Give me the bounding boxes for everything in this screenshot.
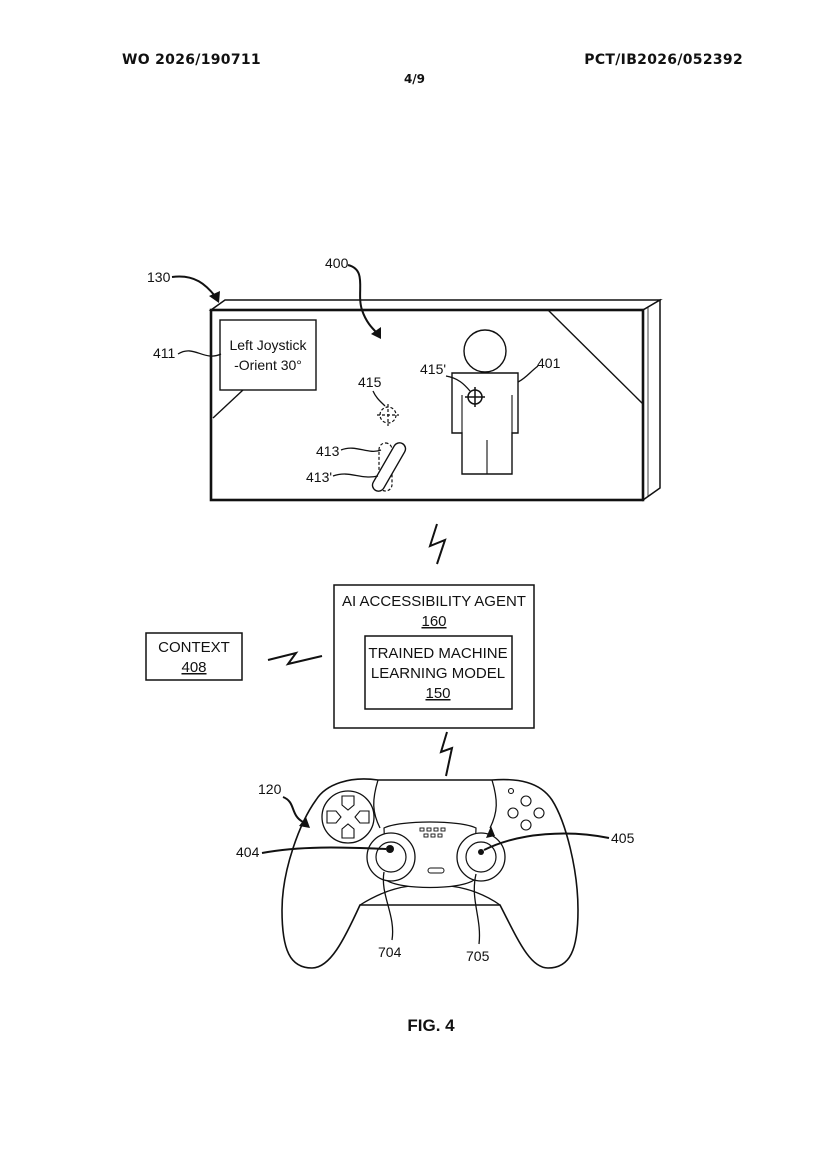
ref-413-prime: 413'	[306, 469, 332, 485]
ref-704: 704	[378, 944, 402, 960]
joystick-orientation-marks	[371, 442, 407, 492]
ref-120: 120	[258, 781, 282, 797]
wireless-link-icon	[267, 651, 323, 666]
ref-405: 405	[611, 830, 635, 846]
left-joystick-icon	[366, 832, 416, 882]
ref-705: 705	[466, 948, 490, 964]
game-controller	[281, 778, 579, 969]
right-joystick-icon	[456, 832, 506, 882]
context-label: CONTEXT	[158, 639, 230, 656]
dashed-reticle-icon	[377, 404, 399, 426]
overlay-line-1: Left Joystick	[229, 337, 307, 353]
model-line-2: LEARNING MODEL	[371, 665, 505, 682]
overlay-line-2: -Orient 30°	[234, 357, 302, 373]
ref-415: 415	[358, 374, 382, 390]
publication-number: WO 2026/190711	[122, 52, 261, 68]
sheet-number: 4/9	[403, 72, 426, 86]
agent-title: AI ACCESSIBILITY AGENT	[342, 593, 526, 610]
ref-413: 413	[316, 443, 340, 459]
figure-caption: FIG. 4	[407, 1016, 455, 1035]
model-number: 150	[425, 685, 450, 702]
ref-130: 130	[147, 269, 171, 285]
application-number: PCT/IB2026/052392	[584, 52, 743, 68]
ai-accessibility-agent-box: AI ACCESSIBILITY AGENT 160 TRAINED MACHI…	[333, 584, 535, 729]
model-line-1: TRAINED MACHINE	[368, 645, 507, 662]
context-box: CONTEXT 408	[145, 632, 243, 681]
ref-400: 400	[325, 255, 349, 271]
wireless-link-icon	[428, 523, 447, 565]
wireless-link-icon	[439, 731, 454, 777]
dpad-icon	[321, 790, 375, 844]
agent-number: 160	[421, 613, 446, 630]
context-number: 408	[181, 659, 206, 676]
ref-401: 401	[537, 355, 561, 371]
joystick-overlay-box: Left Joystick -Orient 30°	[219, 319, 317, 391]
face-buttons-icon	[507, 787, 545, 831]
ref-411: 411	[153, 345, 176, 361]
ref-404: 404	[236, 844, 260, 860]
ref-415-prime: 415'	[420, 361, 446, 377]
target-reticle-icon	[465, 387, 485, 407]
